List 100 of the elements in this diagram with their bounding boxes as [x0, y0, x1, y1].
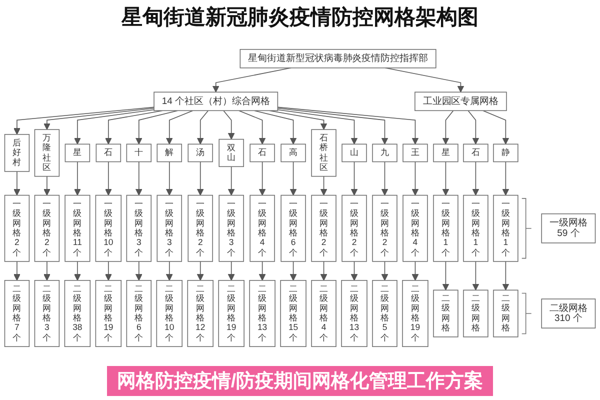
arrow — [166, 161, 173, 196]
node-box: 一级网格 59 个 — [541, 213, 596, 244]
node-box: 一级网格 3 个 — [156, 194, 182, 262]
node-box: 14 个社区（村）综合网格 — [154, 92, 278, 112]
arrow — [350, 261, 358, 281]
node-box: 石桥社区 — [311, 129, 336, 177]
node-box: 一级网格 1 个 — [463, 194, 488, 262]
arrow — [384, 68, 464, 92]
node-box: 一级网格 1 个 — [493, 194, 518, 262]
arrow — [135, 110, 178, 144]
node-box: 二级网格 13 个 — [341, 280, 368, 347]
node-box: 二级网格 13 个 — [249, 280, 276, 347]
node-box: 石 — [96, 144, 122, 162]
node-box: 二级网格 15 个 — [280, 280, 306, 347]
arrow — [482, 110, 510, 144]
arrow — [135, 261, 142, 281]
node-box: 一级网格 11 个 — [64, 194, 90, 262]
arrow — [472, 161, 480, 196]
node-box: 二级网格 12 个 — [187, 280, 214, 347]
node-box: 二级网格 4 个 — [311, 280, 336, 347]
arrow — [442, 161, 450, 196]
node-box: 王 — [402, 144, 428, 162]
arrow — [196, 161, 204, 196]
arrow — [14, 106, 154, 135]
arrow — [104, 161, 112, 196]
node-box: 星 — [64, 144, 90, 162]
arrow — [254, 110, 297, 144]
node-box: 一级网格 6 个 — [280, 194, 306, 262]
arrow — [502, 261, 510, 290]
node-box: 静 — [493, 144, 518, 162]
node-box: 二级网格 3 个 — [34, 280, 60, 347]
arrow — [74, 109, 154, 144]
node-box: 星甸街道新型冠状病毒肺炎疫情防控指挥部 — [240, 49, 436, 68]
node-box: 二级网格 38 个 — [64, 280, 91, 347]
arrow — [468, 110, 480, 144]
arrow — [472, 261, 480, 290]
arrow — [381, 161, 388, 196]
node-box: 二级网格 310 个 — [541, 298, 596, 328]
node-box: 石 — [463, 144, 488, 162]
node-box: 二级网格 6 个 — [126, 280, 152, 347]
arrow — [43, 261, 50, 281]
arrow — [502, 161, 510, 196]
node-box: 一级网格 2 个 — [4, 194, 30, 262]
node-box: 解 — [156, 144, 182, 162]
arrow — [74, 161, 81, 196]
node-box: 二级网格 7 个 — [4, 280, 30, 347]
node-box: 二级网格 — [433, 290, 458, 338]
node-box: 一级网格 3 个 — [218, 194, 244, 262]
arrow — [320, 176, 328, 196]
node-box: 一级网格 4 个 — [402, 194, 428, 262]
arrow — [166, 110, 194, 144]
arrow — [135, 161, 142, 196]
node-box: 汤 — [188, 144, 213, 162]
node-box: 二级网格 5 个 — [372, 280, 398, 347]
node-box: 二级网格 19 个 — [218, 280, 244, 347]
node-box: 一级网格 3 个 — [126, 194, 152, 262]
arrow — [14, 171, 20, 196]
node-box: 一级网格 2 个 — [311, 194, 336, 262]
arrow — [238, 110, 266, 144]
node-box: 一级网格 2 个 — [372, 194, 398, 262]
arrow — [14, 261, 20, 281]
node-box: 一级网格 2 个 — [188, 194, 213, 262]
arrow — [258, 261, 266, 281]
node-box: 九 — [372, 144, 398, 162]
arrow — [43, 176, 50, 196]
arrow — [43, 108, 154, 130]
arrow — [320, 261, 328, 281]
node-box: 二级网格 19 个 — [95, 280, 122, 347]
node-box: 二级网格 10 个 — [156, 280, 182, 347]
arrow — [412, 261, 419, 281]
arrow — [228, 166, 235, 196]
node-box: 二级网格 — [493, 290, 518, 338]
node-box: 二级网格 — [463, 290, 488, 338]
node-box: 山 — [342, 144, 367, 162]
node-box: 万隆社区 — [34, 129, 60, 177]
arrow — [277, 106, 419, 144]
arrow — [290, 261, 297, 281]
arrow — [381, 261, 388, 281]
node-box: 后好村 — [4, 134, 30, 172]
node-box: 二级网格 19 个 — [402, 280, 428, 347]
diagram-title: 星甸街道新冠肺炎疫情防控网格架构图 — [122, 4, 478, 31]
node-box: 一级网格 2 个 — [34, 194, 60, 262]
node-box: 石 — [250, 144, 275, 162]
arrow — [74, 261, 81, 281]
node-box: 一级网格 2 个 — [342, 194, 367, 262]
node-box: 星 — [433, 144, 458, 162]
arrow — [290, 161, 297, 196]
arrow — [442, 110, 454, 144]
arrow — [277, 109, 358, 144]
node-box: 高 — [280, 144, 306, 162]
arrow — [442, 261, 450, 290]
arrow — [196, 110, 209, 144]
node-box: 双山 — [218, 138, 244, 168]
node-box: 一级网格 1 个 — [433, 194, 458, 262]
arrow — [258, 161, 266, 196]
arrow — [104, 261, 112, 281]
node-box: 十 — [126, 144, 152, 162]
arrow — [228, 261, 235, 281]
arrow — [212, 68, 292, 92]
arrow — [350, 161, 358, 196]
